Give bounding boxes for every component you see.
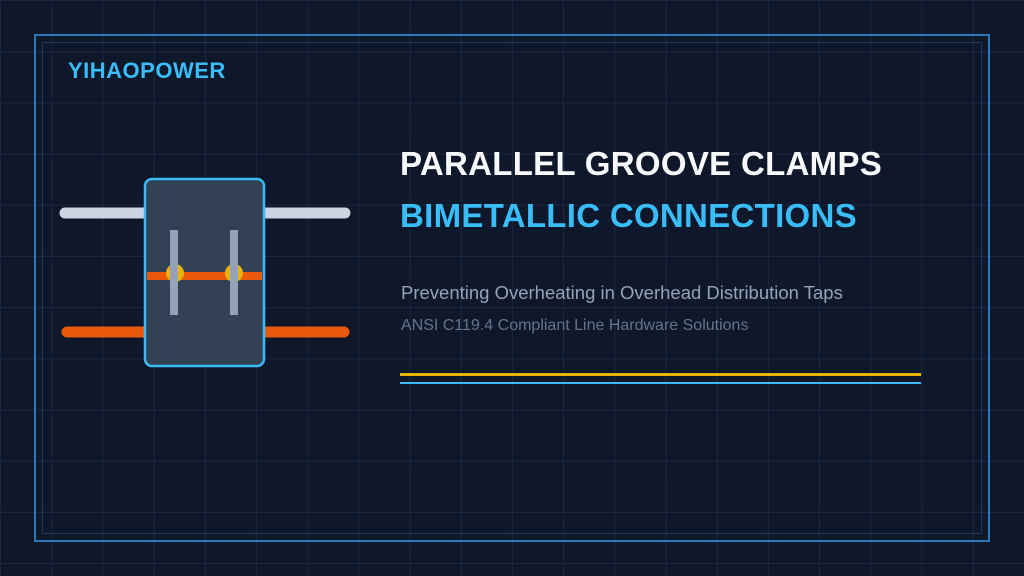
brand-logo-text: YIHAOPOWER: [68, 58, 226, 83]
parallel-groove-clamp-icon: [59, 177, 351, 368]
gold-divider: [400, 373, 921, 376]
blue-divider: [400, 382, 921, 384]
headline-title: PARALLEL GROOVE CLAMPS: [400, 145, 883, 182]
compliance-text: ANSI C119.4 Compliant Line Hardware Solu…: [401, 317, 749, 334]
tagline-text: Preventing Overheating in Overhead Distr…: [401, 282, 843, 303]
bolt-left: [170, 230, 178, 315]
headline-subtitle: BIMETALLIC CONNECTIONS: [400, 197, 857, 234]
outer-frame: [34, 34, 990, 542]
inner-frame: [42, 42, 982, 534]
bolt-right: [230, 230, 238, 315]
